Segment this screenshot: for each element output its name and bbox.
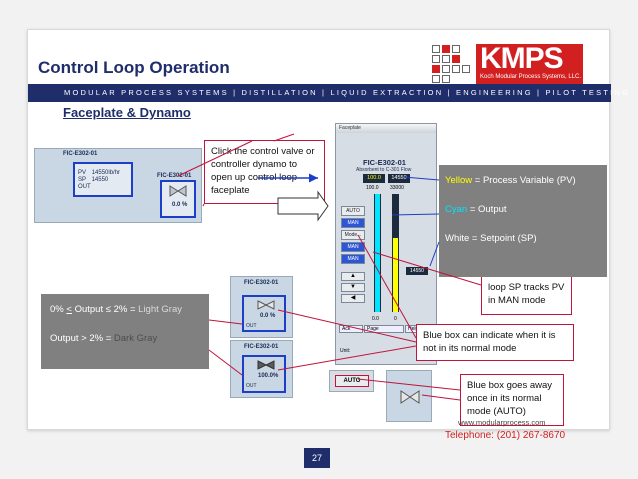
legend-cyan-rest: = Output — [467, 204, 507, 215]
valve-normal-icon — [400, 390, 420, 404]
legend-line1-mid: Output ≤ 2% = — [71, 304, 139, 315]
man-button-2[interactable]: MAN — [341, 242, 365, 252]
legend-cyan-word: Cyan — [445, 204, 468, 215]
kmps-logo-squares-icon — [432, 45, 472, 85]
arrow-left-button[interactable]: ◀ — [341, 294, 365, 303]
man-button[interactable]: MAN — [341, 218, 365, 228]
auto-button[interactable]: AUTO — [341, 206, 365, 216]
dynamo-normal-screenshot — [386, 370, 432, 422]
dynamo-dark-out: 100.0% — [258, 373, 279, 379]
slide: Control Loop Operation KMPS Koch Modular… — [27, 29, 628, 430]
auto-widget-button[interactable]: AUTO — [335, 375, 369, 387]
legend-line2-prefix: Output > 2% = — [50, 333, 114, 344]
dynamo-light-box[interactable]: 0.0 % OUT — [242, 295, 286, 332]
section-subtitle: Faceplate & Dynamo — [63, 105, 191, 120]
legend-white-rest: = Setpoint (SP) — [469, 233, 537, 244]
sp-bar-track — [392, 194, 399, 312]
legend-line1-prefix: 0% — [50, 304, 67, 315]
pv-bar-fill — [393, 238, 398, 312]
man-button-3[interactable]: MAN — [341, 254, 365, 264]
tab-page[interactable]: Page — [364, 325, 404, 333]
pv-label: PV — [78, 170, 87, 176]
slide-title: Control Loop Operation — [38, 58, 230, 77]
dynamo-main-screenshot[interactable]: FIC-E302-01 PV 14550lb/hr SP 14550 OUT F… — [34, 148, 202, 223]
legend-white-line: White = Setpoint (SP) — [445, 231, 601, 247]
valve-icon — [169, 185, 187, 197]
dynamo-tag: FIC-E302-01 — [63, 151, 98, 157]
auto-widget-screenshot: AUTO — [329, 370, 374, 392]
unit-label: Unit: — [340, 348, 351, 354]
faceplate-description: Absorbent to C-301 Flow — [356, 167, 412, 173]
banner: MODULAR PROCESS SYSTEMS | DISTILLATION |… — [28, 84, 628, 102]
legend-white-word: White — [445, 233, 470, 244]
dynamo-light-tag: FIC-E302-01 — [244, 280, 279, 286]
bottom-right-value: 0 — [394, 316, 397, 322]
valve-dark-icon — [257, 360, 275, 370]
legend-dark-gray-word: Dark Gray — [113, 333, 158, 344]
dynamo-light-out: 0.0 % — [260, 313, 276, 319]
valve-out-value: 0.0 % — [172, 202, 188, 208]
legend-light-gray-line: 0% < Output ≤ 2% = Light Gray — [50, 302, 200, 317]
callout-blue-box-away: Blue box goes away once in its normal mo… — [460, 374, 564, 426]
tab-ack[interactable]: Ack — [339, 325, 363, 333]
footer-phone: Telephone: (201) 267-8670 — [445, 430, 566, 441]
dynamo-light-out-label: OUT — [246, 323, 257, 329]
faceplate-tag: FIC-E302-01 — [363, 158, 406, 167]
pv-bar-track — [374, 194, 381, 312]
sp-readout: 14550 — [388, 174, 410, 183]
mode-button[interactable]: Mode... — [341, 230, 365, 240]
pv-readout: 100.0 — [363, 174, 385, 183]
dynamo-dark-box[interactable]: 100.0% OUT — [242, 355, 286, 393]
controller-dynamo[interactable]: PV 14550lb/hr SP 14550 OUT — [73, 162, 133, 197]
legend-yellow-line: Yellow = Process Variable (PV) — [445, 173, 601, 189]
arrow-up-button[interactable]: ▲ — [341, 272, 365, 281]
footer-website[interactable]: www.modularprocess.com — [458, 418, 546, 427]
dynamo-dark-out-label: OUT — [246, 383, 257, 389]
output-bar-fill — [375, 194, 380, 312]
output-color-legend: 0% < Output ≤ 2% = Light Gray Output > 2… — [41, 294, 209, 369]
valve-tag: FIC-E302-01 — [157, 173, 192, 179]
control-valve-dynamo[interactable]: 0.0 % — [160, 180, 196, 218]
legend-line1-le: < — [66, 304, 72, 315]
dynamo-dark-tag: FIC-E302-01 — [244, 344, 279, 350]
faceplate-titlebar: Faceplate — [336, 124, 436, 133]
callout-blue-box: Blue box can indicate when it is not in … — [416, 324, 574, 361]
sp-label: SP — [78, 177, 86, 183]
scale-right: 33000 — [390, 185, 404, 191]
logo-subtitle: Koch Modular Process Systems, LLC. — [480, 74, 582, 80]
legend-cyan-line: Cyan = Output — [445, 202, 601, 218]
logo-text: KMPS — [480, 42, 564, 75]
legend-dark-gray-line: Output > 2% = Dark Gray — [50, 331, 200, 346]
bar-color-legend: Yellow = Process Variable (PV) Cyan = Ou… — [439, 165, 607, 277]
legend-yellow-word: Yellow — [445, 175, 473, 186]
callout-click-to-open: Click the control valve or controller dy… — [204, 140, 325, 204]
kmps-logo: KMPS Koch Modular Process Systems, LLC. — [476, 42, 583, 84]
out-label: OUT — [78, 184, 91, 190]
bottom-left-value: 0.0 — [372, 316, 379, 322]
legend-yellow-rest: = Process Variable (PV) — [472, 175, 576, 186]
scale-left: 100.0 — [366, 185, 379, 191]
page-number: 27 — [304, 448, 330, 468]
setpoint-marker: 14550 — [406, 267, 428, 275]
arrow-down-button[interactable]: ▼ — [341, 283, 365, 292]
pv-value: 14550lb/hr — [91, 170, 121, 176]
dynamo-light-gray-screenshot: FIC-E302-01 0.0 % OUT — [230, 276, 293, 338]
banner-text: MODULAR PROCESS SYSTEMS | DISTILLATION |… — [64, 88, 631, 97]
dynamo-dark-gray-screenshot: FIC-E302-01 100.0% OUT — [230, 340, 293, 398]
legend-light-gray-word: Light Gray — [138, 304, 182, 315]
valve-light-icon — [257, 300, 275, 310]
sp-value: 14550 — [91, 177, 109, 183]
